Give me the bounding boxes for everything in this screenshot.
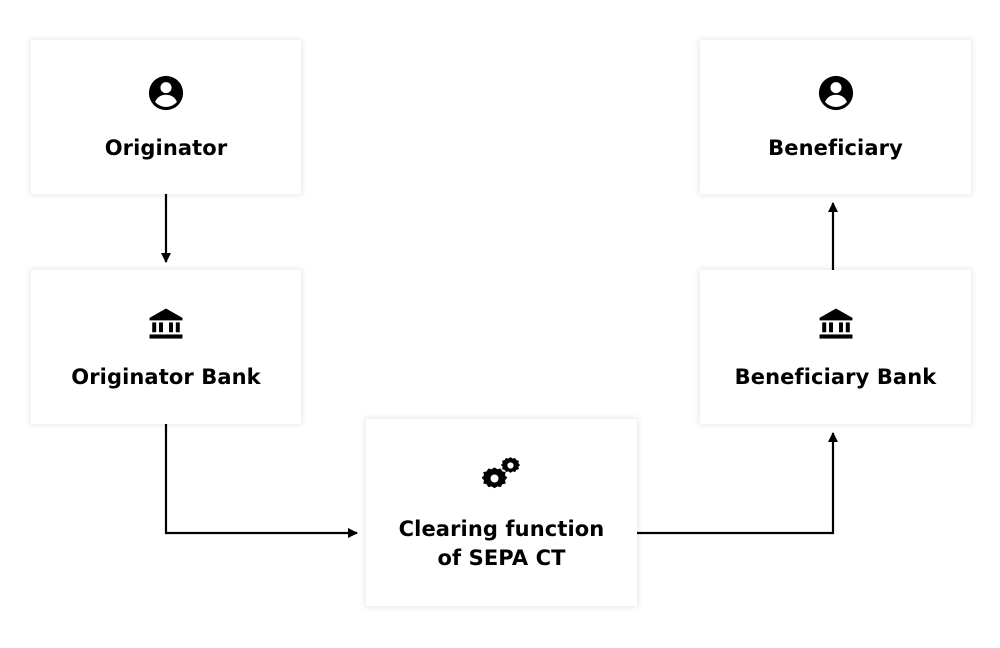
edge-originator-bank-to-clearing	[164, 424, 358, 538]
bank-icon	[147, 305, 185, 343]
node-originator[interactable]: Originator	[31, 40, 301, 194]
node-beneficiary-bank-label: Beneficiary Bank	[734, 365, 937, 389]
gears-icon	[480, 453, 524, 493]
node-clearing-function-label-line1: Clearing function	[398, 516, 605, 541]
node-clearing-function-label: Clearing function of SEPA CT	[399, 515, 605, 573]
node-beneficiary[interactable]: Beneficiary	[700, 40, 971, 194]
person-icon	[817, 74, 855, 112]
edge-clearing-to-beneficiary-bank	[637, 432, 838, 535]
node-originator-label: Originator	[104, 136, 228, 160]
node-clearing-function-label-line2: of SEPA CT	[437, 545, 566, 570]
node-clearing-function[interactable]: Clearing function of SEPA CT	[366, 419, 637, 606]
bank-icon	[817, 305, 855, 343]
node-beneficiary-label: Beneficiary	[768, 136, 903, 160]
node-beneficiary-bank[interactable]: Beneficiary Bank	[700, 270, 971, 424]
node-originator-bank-label: Originator Bank	[71, 365, 261, 389]
person-icon	[147, 74, 185, 112]
node-originator-bank[interactable]: Originator Bank	[31, 270, 301, 424]
